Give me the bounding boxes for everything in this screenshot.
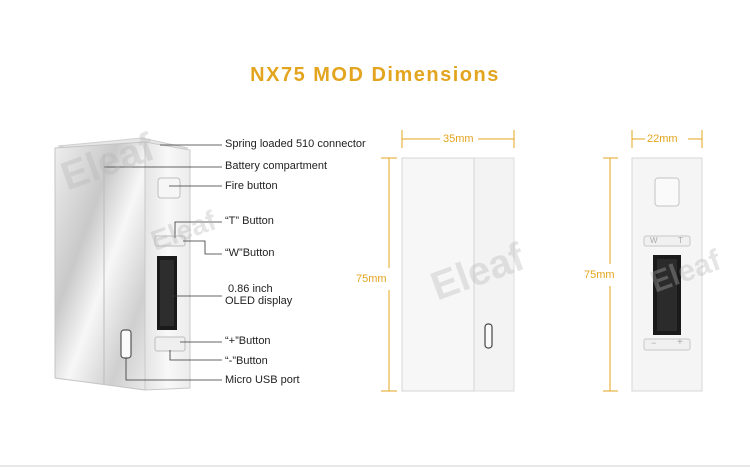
callout-t-button: “T” Button bbox=[225, 215, 274, 227]
device-perspective-view bbox=[54, 137, 191, 391]
device-front-view bbox=[603, 130, 703, 392]
front-plus-label: + bbox=[677, 337, 683, 348]
callout-battery: Battery compartment bbox=[225, 160, 328, 172]
callout-connector: Spring loaded 510 connector bbox=[225, 138, 366, 150]
dim-front-height: 75mm bbox=[584, 269, 615, 281]
fire-button-graphic bbox=[157, 177, 181, 199]
callout-usb-port: Micro USB port bbox=[225, 374, 300, 386]
callout-display-size: 0.86 inch bbox=[228, 283, 273, 295]
front-t-label: T bbox=[678, 236, 683, 245]
dim-side-height: 75mm bbox=[356, 273, 387, 285]
front-plus-minus-buttons bbox=[643, 338, 691, 351]
callout-w-button: “W”Button bbox=[225, 247, 275, 259]
dim-side-width: 35mm bbox=[443, 133, 474, 145]
front-fire-button bbox=[654, 177, 680, 207]
plus-minus-buttons-graphic bbox=[154, 336, 186, 352]
front-w-label: W bbox=[650, 236, 658, 245]
callout-leaders bbox=[104, 144, 222, 381]
bottom-divider bbox=[0, 465, 750, 467]
dim-front-width: 22mm bbox=[647, 133, 678, 145]
callout-minus-button: “-”Button bbox=[225, 355, 268, 367]
callout-plus-button: “+”Button bbox=[225, 335, 271, 347]
front-minus-label: − bbox=[651, 338, 657, 348]
front-wt-buttons bbox=[643, 235, 691, 247]
callout-fire-button: Fire button bbox=[225, 180, 278, 192]
side-usb-port bbox=[484, 323, 493, 349]
device-side-view bbox=[381, 130, 515, 392]
callout-display-type: OLED display bbox=[225, 295, 293, 307]
diagram-title: NX75 MOD Dimensions bbox=[250, 64, 500, 86]
usb-port-graphic bbox=[120, 329, 132, 359]
